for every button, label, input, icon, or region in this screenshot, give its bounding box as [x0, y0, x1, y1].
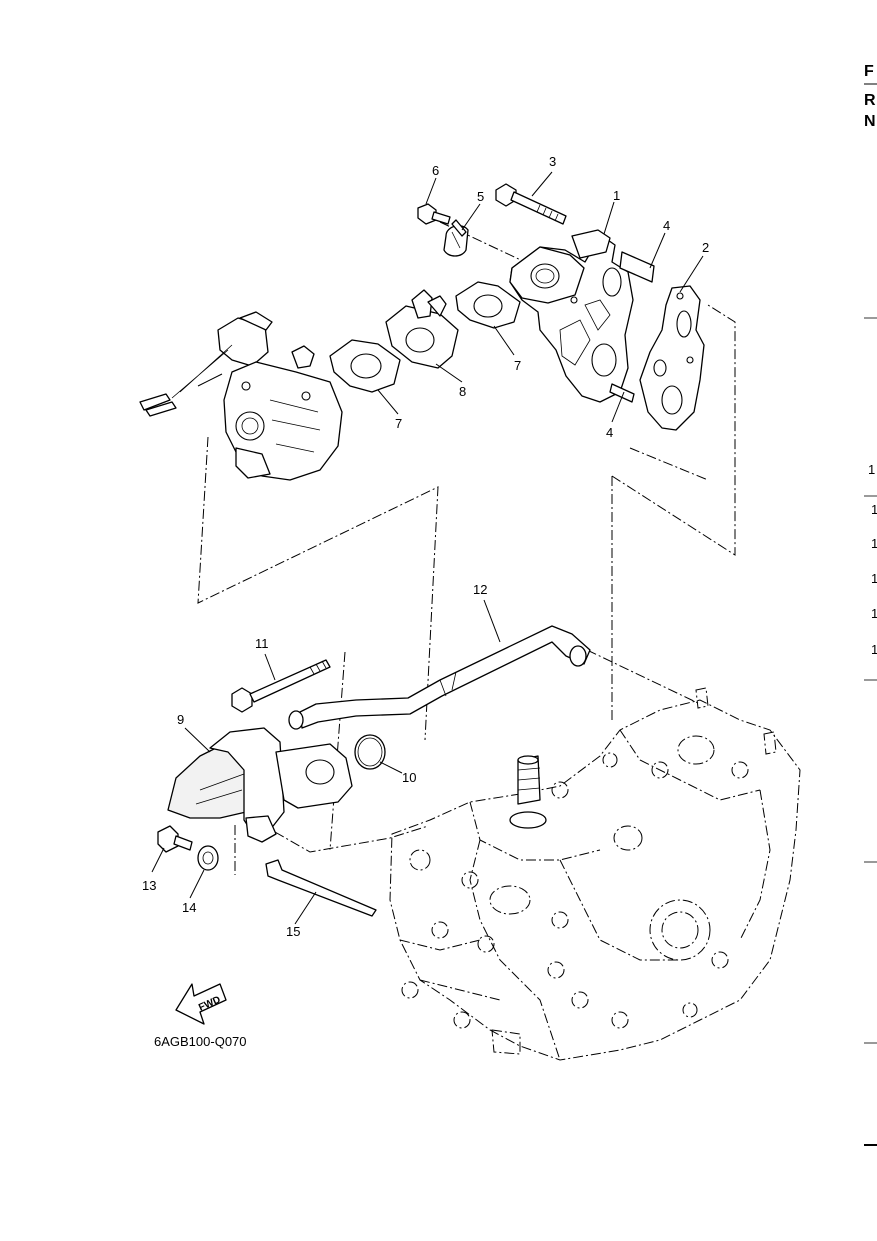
part-10-o-ring [354, 734, 386, 770]
fwd-arrow: FWD [175, 983, 227, 1025]
part-3-bolt [495, 183, 567, 225]
part-5-clip [443, 219, 469, 257]
callout-7-upper: 7 [514, 358, 521, 373]
part-7-gasket-lower [329, 339, 401, 393]
callout-14: 14 [182, 900, 196, 915]
edge-digit-3: 1 [871, 536, 877, 551]
edge-digit-2: 1 [871, 502, 877, 517]
edge-digit-4: 1 [871, 571, 877, 586]
leader-lines [151, 171, 704, 925]
edge-letter-f: F [864, 63, 874, 80]
part-14-grommet [197, 845, 219, 871]
callout-8: 8 [459, 384, 466, 399]
callout-5: 5 [477, 189, 484, 204]
carburetor [139, 311, 343, 481]
part-15-cable-tie [265, 859, 377, 917]
edge-letter-n: N [864, 113, 876, 130]
part-11-bolt [231, 659, 331, 713]
part-7-gasket-upper [455, 281, 521, 329]
callout-7-lower: 7 [395, 416, 402, 431]
edge-digit-1: 1 [868, 462, 875, 477]
edge-letter-r: R [864, 92, 876, 109]
callout-3: 3 [549, 154, 556, 169]
callout-13: 13 [142, 878, 156, 893]
callout-4-lower: 4 [606, 425, 613, 440]
callout-10: 10 [402, 770, 416, 785]
callout-1: 1 [613, 188, 620, 203]
callout-11: 11 [255, 636, 269, 651]
callout-6: 6 [432, 163, 439, 178]
part-2-gasket [639, 285, 705, 431]
part-12-hose [288, 625, 591, 730]
callout-15: 15 [286, 924, 300, 939]
edge-digit-6: 1 [871, 642, 877, 657]
engine-block [389, 687, 801, 1061]
drawing-code: 6AGB100-Q070 [154, 1034, 247, 1049]
part-9-silencer [167, 727, 353, 843]
callout-9: 9 [177, 712, 184, 727]
part-13-screw [157, 825, 193, 853]
edge-digit-5: 1 [871, 606, 877, 621]
callout-4-upper: 4 [663, 218, 670, 233]
callout-2: 2 [702, 240, 709, 255]
part-6-bolt [417, 203, 451, 225]
part-1-intake-manifold [509, 229, 655, 403]
page-edge-fragments: F R N 1 1 1 1 1 1 [864, 63, 877, 1146]
callout-12: 12 [473, 582, 487, 597]
callouts: 1 2 3 4 4 5 6 7 7 8 9 10 11 12 13 14 15 [142, 154, 709, 939]
part-8-insulator [385, 289, 459, 369]
